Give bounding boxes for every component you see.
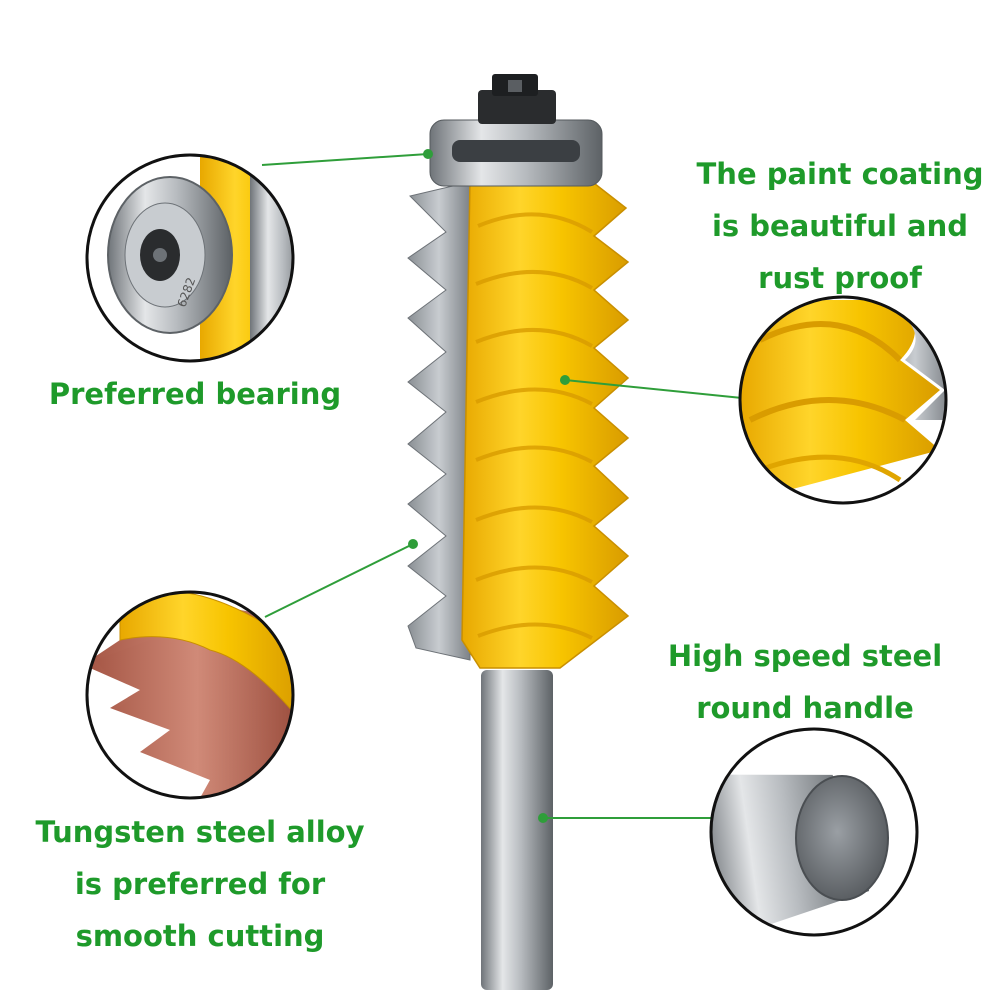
carbide-teeth-closeup-icon — [85, 590, 295, 800]
caption-line: rust proof — [758, 261, 922, 295]
caption-line: Preferred bearing — [48, 377, 342, 411]
flute-ridges — [475, 212, 594, 640]
coated-body — [461, 179, 630, 669]
caption-line: Tungsten steel alloy — [35, 815, 365, 849]
router-bit — [407, 74, 630, 990]
caption-line: is preferred for — [74, 867, 326, 901]
shank-end-closeup-icon — [709, 727, 919, 937]
coating-closeup-icon — [738, 295, 948, 505]
carbide-teeth — [407, 181, 471, 661]
caption-line: High speed steel — [667, 639, 943, 673]
caption-steel-handle: High speed steel round handle — [660, 630, 950, 734]
shank — [481, 670, 553, 990]
caption-tungsten-alloy: Tungsten steel alloy is preferred for sm… — [30, 806, 370, 962]
caption-line: is beautiful and — [711, 209, 968, 243]
caption-line: The paint coating — [696, 157, 984, 191]
caption-bearing: Preferred bearing — [40, 368, 350, 420]
caption-paint-coating: The paint coating is beautiful and rust … — [690, 148, 990, 304]
caption-line: round handle — [696, 691, 914, 725]
leader-lines — [261, 149, 743, 823]
caption-line: smooth cutting — [75, 919, 325, 953]
bearing-closeup-icon: 6282 — [85, 153, 295, 363]
